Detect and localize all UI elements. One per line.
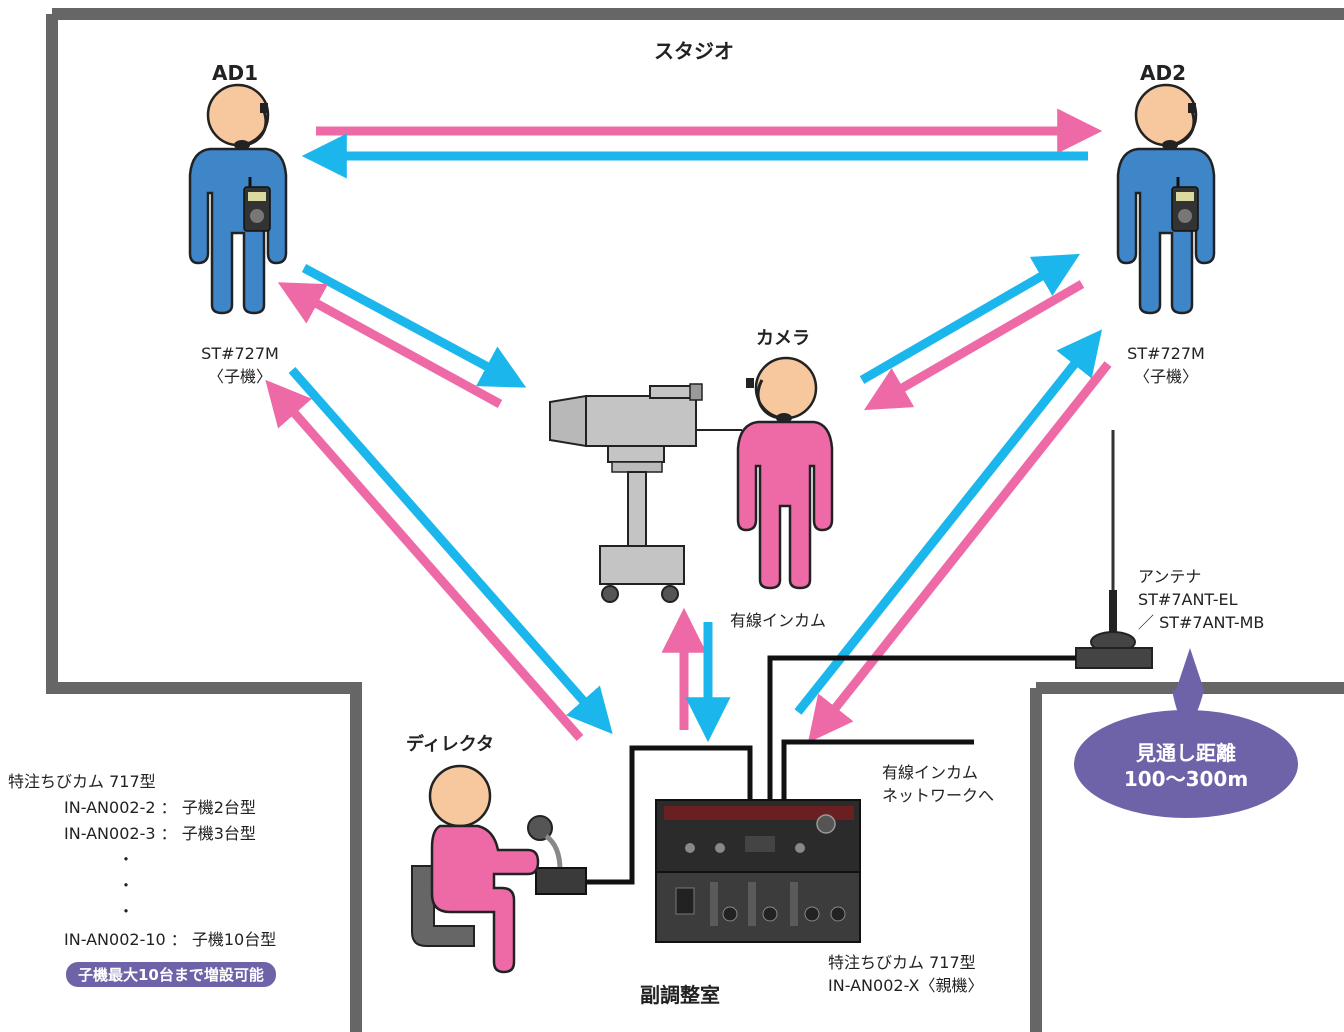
camera-device-label: 有線インカム [730, 611, 827, 630]
antenna-model1: ST#7ANT-EL [1138, 590, 1238, 609]
arrow-base-to-ad2 [794, 329, 1103, 715]
ad1-name: AD1 [212, 61, 258, 85]
arrow-base-to-ad1 [265, 379, 584, 741]
base-unit-line1: 特注ちびカム 717型 [828, 953, 976, 972]
director-name: ディレクタ [406, 734, 495, 755]
ad1-model: ST#727M [201, 344, 279, 363]
ad1-role: 〈子機〉 [207, 367, 272, 386]
camera-name: カメラ [756, 328, 810, 349]
range-text-line1: 見通し距離 [1136, 741, 1236, 765]
room-outline [46, 8, 1344, 1032]
cables [586, 655, 1076, 885]
desk-microphone-icon [527, 815, 587, 895]
wired-network-line1: 有線インカム [882, 763, 979, 782]
spec-item: IN-AN002-3 ： 子機3台型 [64, 824, 256, 843]
spec-item: ・ [118, 902, 135, 921]
arrow-ad2-to-camera [863, 280, 1085, 411]
spec-item: IN-AN002-10 ： 子機10台型 [64, 930, 277, 949]
base-unit-device-icon [655, 799, 861, 943]
room-label-control: 副調整室 [640, 983, 720, 1007]
ad2-name: AD2 [1140, 61, 1186, 85]
spec-item: ・ [118, 850, 135, 869]
arrow-camera-to-ad1 [277, 282, 503, 408]
base-unit-line2: IN-AN002-X〈親機〉 [828, 976, 984, 995]
room-label-studio: スタジオ [654, 39, 734, 63]
director-person-icon [411, 764, 540, 974]
spec-item: IN-AN002-2 ： 子機2台型 [64, 798, 256, 817]
arrow-ad1-to-base [288, 367, 613, 735]
ad2-model: ST#727M [1127, 344, 1205, 363]
arrow-ad1-to-camera [301, 264, 527, 388]
video-camera-icon [549, 383, 742, 603]
range-text-line2: 100〜300m [1123, 767, 1249, 791]
spec-title: 特注ちびカム 717型 [8, 772, 156, 791]
ad2-role: 〈子機〉 [1133, 367, 1198, 386]
spec-item: ・ [118, 876, 135, 895]
camera-operator-icon [736, 356, 834, 590]
antenna-model2: ／ ST#7ANT-MB [1138, 613, 1265, 632]
expansion-badge: 子機最大10台まで増設可能 [66, 962, 276, 987]
range-bubble [1074, 648, 1298, 818]
antenna-icon [1075, 430, 1153, 669]
arrow-ad2-to-base [807, 361, 1112, 743]
wired-network-line2: ネットワークへ [882, 786, 995, 805]
ad2-person-icon [1116, 83, 1216, 315]
ad1-person-icon [188, 83, 288, 315]
antenna-title: アンテナ [1138, 567, 1202, 586]
arrow-camera-to-ad2 [859, 253, 1081, 384]
